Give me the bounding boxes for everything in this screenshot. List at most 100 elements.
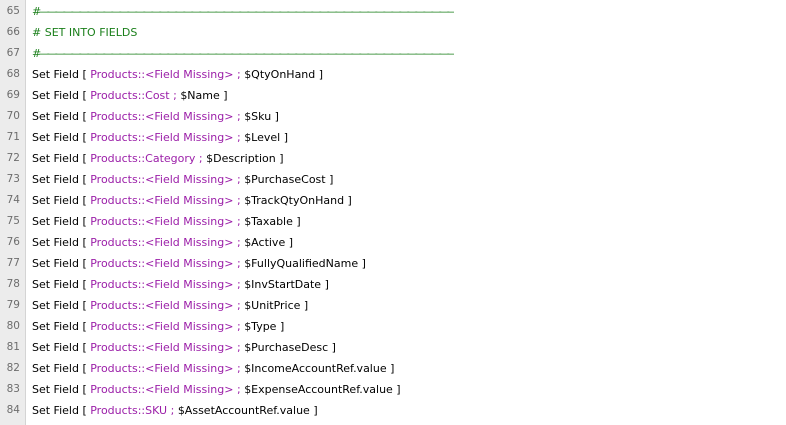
line-code: # SET INTO FIELDS	[32, 22, 137, 43]
target-field: Products::<Field Missing>	[90, 173, 234, 186]
script-step-line[interactable]: 83 Set Field [ Products::<Field Missing> …	[0, 379, 786, 400]
line-number: 68	[6, 68, 20, 80]
line-number: 65	[6, 5, 20, 17]
line-code: Set Field [ Products::<Field Missing> ; …	[32, 316, 284, 337]
step-name: Set Field [	[32, 404, 91, 417]
separator: ;	[233, 131, 245, 144]
line-number: 72	[6, 152, 20, 164]
step-name: Set Field [	[32, 299, 91, 312]
script-step-line[interactable]: 84 Set Field [ Products::SKU ; $AssetAcco…	[0, 400, 786, 421]
separator: ;	[233, 215, 245, 228]
script-step-line[interactable]: 69 Set Field [ Products::Cost ; $Name ]	[0, 85, 786, 106]
target-field: Products::<Field Missing>	[90, 194, 234, 207]
step-name: Set Field [	[32, 236, 91, 249]
step-name: Set Field [	[32, 278, 91, 291]
field-value: $UnitPrice ]	[244, 299, 309, 312]
line-number: 83	[6, 383, 20, 395]
field-value: $QtyOnHand ]	[244, 68, 324, 81]
line-code: Set Field [ Products::<Field Missing> ; …	[32, 274, 329, 295]
target-field: Products::<Field Missing>	[90, 320, 234, 333]
line-code: Set Field [ Products::Cost ; $Name ]	[32, 85, 228, 106]
field-value: $Active ]	[244, 236, 293, 249]
target-field: Products::<Field Missing>	[90, 131, 234, 144]
line-code: # ——————————————————————————————————————…	[32, 43, 454, 64]
comment-line[interactable]: 65 # ————————————————————————————————————…	[0, 1, 786, 22]
step-name: Set Field [	[32, 341, 91, 354]
line-number: 70	[6, 110, 20, 122]
line-code: Set Field [ Products::<Field Missing> ; …	[32, 169, 333, 190]
separator: ;	[233, 110, 245, 123]
comment-text: # ——————————————————————————————————————…	[32, 5, 454, 18]
field-value: $PurchaseCost ]	[244, 173, 334, 186]
line-number: 71	[6, 131, 20, 143]
line-code: # ——————————————————————————————————————…	[32, 1, 454, 22]
step-name: Set Field [	[32, 383, 91, 396]
target-field: Products::<Field Missing>	[90, 299, 234, 312]
line-code: Set Field [ Products::<Field Missing> ; …	[32, 64, 323, 85]
script-step-line[interactable]: 70 Set Field [ Products::<Field Missing> …	[0, 106, 786, 127]
target-field: Products::Category	[90, 152, 196, 165]
script-step-line[interactable]: 80 Set Field [ Products::<Field Missing> …	[0, 316, 786, 337]
line-number: 75	[6, 215, 20, 227]
separator: ;	[233, 257, 245, 270]
line-number: 69	[6, 89, 20, 101]
line-number: 80	[6, 320, 20, 332]
step-name: Set Field [	[32, 194, 91, 207]
comment-text: # SET INTO FIELDS	[32, 26, 138, 39]
field-value: $ExpenseAccountRef.value ]	[244, 383, 401, 396]
script-step-line[interactable]: 78 Set Field [ Products::<Field Missing> …	[0, 274, 786, 295]
field-value: $FullyQualifiedName ]	[244, 257, 366, 270]
line-code: Set Field [ Products::<Field Missing> ; …	[32, 379, 401, 400]
line-code: Set Field [ Products::<Field Missing> ; …	[32, 106, 279, 127]
line-code: Set Field [ Products::<Field Missing> ; …	[32, 232, 293, 253]
separator: ;	[233, 68, 245, 81]
comment-line[interactable]: 67 # ————————————————————————————————————…	[0, 43, 786, 64]
line-number: 76	[6, 236, 20, 248]
script-step-line[interactable]: 68 Set Field [ Products::<Field Missing> …	[0, 64, 786, 85]
line-number: 78	[6, 278, 20, 290]
line-number: 84	[6, 404, 20, 416]
line-number-gutter	[0, 0, 26, 425]
target-field: Products::SKU	[90, 404, 168, 417]
separator: ;	[233, 362, 245, 375]
separator: ;	[233, 278, 245, 291]
step-name: Set Field [	[32, 152, 91, 165]
separator: ;	[169, 89, 181, 102]
step-name: Set Field [	[32, 173, 91, 186]
target-field: Products::<Field Missing>	[90, 383, 234, 396]
field-value: $InvStartDate ]	[244, 278, 329, 291]
script-step-line[interactable]: 76 Set Field [ Products::<Field Missing> …	[0, 232, 786, 253]
line-code: Set Field [ Products::<Field Missing> ; …	[32, 190, 352, 211]
step-name: Set Field [	[32, 320, 91, 333]
field-value: $Sku ]	[244, 110, 279, 123]
line-number: 67	[6, 47, 20, 59]
separator: ;	[233, 383, 245, 396]
target-field: Products::<Field Missing>	[90, 110, 234, 123]
target-field: Products::<Field Missing>	[90, 215, 234, 228]
line-code: Set Field [ Products::SKU ; $AssetAccoun…	[32, 400, 318, 421]
separator: ;	[233, 236, 245, 249]
step-name: Set Field [	[32, 215, 91, 228]
field-value: $IncomeAccountRef.value ]	[244, 362, 395, 375]
step-name: Set Field [	[32, 110, 91, 123]
field-value: $AssetAccountRef.value ]	[177, 404, 318, 417]
separator: ;	[233, 194, 245, 207]
comment-text: # ——————————————————————————————————————…	[32, 47, 454, 60]
field-value: $PurchaseDesc ]	[244, 341, 336, 354]
line-number: 74	[6, 194, 20, 206]
script-step-line[interactable]: 74 Set Field [ Products::<Field Missing> …	[0, 190, 786, 211]
target-field: Products::<Field Missing>	[90, 236, 234, 249]
line-code: Set Field [ Products::<Field Missing> ; …	[32, 211, 301, 232]
comment-line[interactable]: 66# SET INTO FIELDS	[0, 22, 786, 43]
field-value: $Level ]	[244, 131, 289, 144]
script-step-line[interactable]: 75 Set Field [ Products::<Field Missing> …	[0, 211, 786, 232]
field-value: $Name ]	[180, 89, 228, 102]
